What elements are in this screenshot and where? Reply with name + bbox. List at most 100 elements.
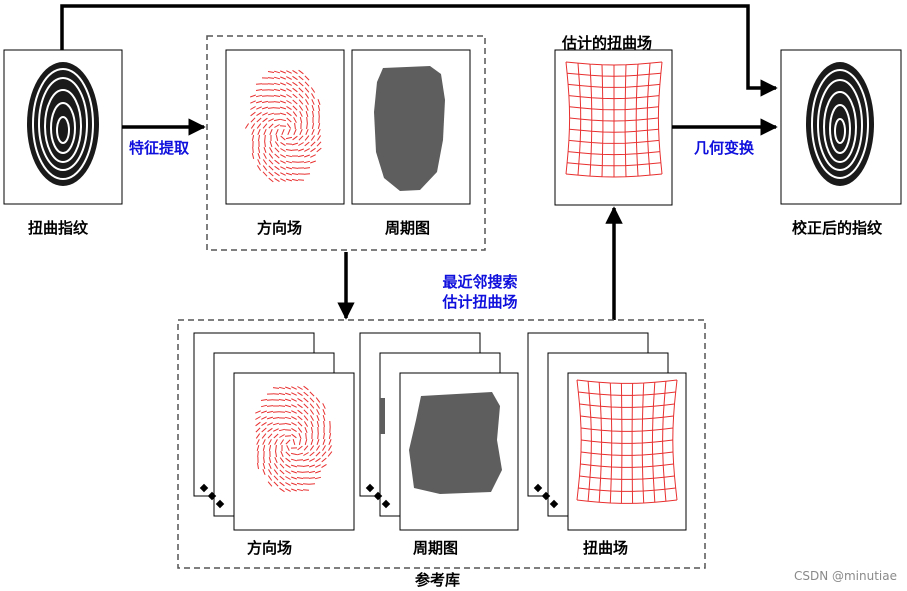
orientation-dash — [291, 470, 297, 474]
orientation-dash — [286, 445, 290, 451]
grid-col-line — [662, 381, 667, 502]
orientation-dash — [322, 445, 326, 451]
orientation-dash — [302, 465, 310, 467]
grid-col-line — [601, 64, 604, 177]
orientation-dash — [285, 172, 293, 176]
orientation-dash — [263, 456, 265, 464]
orientation-dash — [304, 438, 308, 446]
orientation-dash — [261, 421, 267, 427]
grid-row-line — [580, 451, 674, 456]
reference-database-border — [177, 319, 706, 569]
orientation-dash — [310, 415, 314, 421]
grid-col-line — [587, 381, 592, 502]
orientation-dash — [305, 129, 309, 135]
orientation-dash — [255, 410, 261, 414]
orientation-dash — [294, 122, 296, 130]
orientation-dash — [291, 398, 297, 402]
orientation-dash — [303, 452, 309, 456]
orientation-dash — [311, 122, 315, 130]
orientation-dash — [273, 70, 281, 74]
db-distortion-label: 扭曲场 — [583, 539, 629, 557]
orientation-dash — [297, 409, 303, 415]
orientation-dash — [264, 140, 266, 148]
grid-row-line — [579, 403, 675, 408]
orientation-dash — [297, 415, 303, 421]
orientation-dash — [309, 445, 315, 451]
orientation-dash — [268, 153, 274, 159]
geom-transform-label: 几何变换 — [694, 139, 755, 157]
orientation-dash — [285, 457, 291, 463]
grid-row-line — [580, 463, 674, 468]
orientation-dash — [280, 178, 286, 182]
orientation-dash — [257, 146, 261, 154]
orientation-dash — [303, 391, 309, 397]
orientation-dash — [266, 405, 274, 407]
orientation-dash — [321, 463, 327, 469]
orientation-dash — [310, 160, 316, 164]
orientation-dash — [310, 147, 316, 153]
orientation-dash — [297, 421, 303, 427]
orientation-dash — [285, 488, 291, 492]
orientation-dash — [328, 432, 332, 440]
orientation-dash — [321, 451, 327, 457]
orientation-dash — [255, 421, 261, 427]
orientation-dash — [279, 487, 285, 493]
orientation-dash — [317, 432, 319, 440]
orientation-dash — [261, 410, 267, 414]
orientation-dash — [268, 456, 272, 464]
orientation-dash — [304, 427, 308, 433]
orientation-dash — [315, 403, 321, 409]
orientation-dash — [296, 452, 304, 456]
orientation-dash — [298, 93, 304, 99]
orientation-dash — [274, 124, 280, 128]
orientation-dash — [304, 81, 310, 87]
orientation-dash — [272, 387, 280, 389]
stack-ellipsis-dots — [365, 483, 391, 509]
orientation-dash — [268, 123, 274, 129]
orientation-dash — [244, 123, 250, 129]
grid-col-line — [651, 382, 656, 503]
orientation-dash — [286, 111, 292, 117]
orientation-dash — [290, 458, 298, 462]
orientation-dash — [274, 147, 280, 153]
orientation-dash — [285, 470, 291, 474]
orientation-dash — [304, 141, 310, 147]
orientation-dash — [279, 457, 285, 463]
orientation-dash — [291, 149, 299, 151]
orientation-dash — [255, 100, 263, 104]
orientation-dash — [311, 104, 315, 112]
grid-row-line — [578, 391, 676, 396]
orientation-dash — [317, 129, 321, 135]
orientation-dash — [303, 160, 311, 164]
orientation-dash — [268, 439, 272, 445]
corrected-fingerprint-panel — [780, 49, 902, 205]
orientation-dash — [274, 171, 280, 177]
orientation-dash — [275, 444, 277, 452]
orientation-dash — [257, 153, 261, 159]
orientation-dash — [268, 171, 274, 177]
distortion-grid-image — [576, 379, 678, 504]
orientation-dash — [285, 149, 293, 151]
orientation-dash — [263, 129, 267, 135]
orientation-dash — [256, 106, 262, 110]
orientation-dash — [257, 159, 261, 165]
orientation-dash — [328, 439, 332, 445]
orientation-dash — [298, 142, 304, 146]
orientation-dash — [291, 173, 299, 175]
stack-ellipsis-dots — [533, 483, 559, 509]
orientation-dash — [273, 463, 279, 469]
orientation-dash — [321, 457, 327, 463]
orientation-dash — [285, 178, 293, 182]
orientation-dash — [299, 111, 303, 117]
orientation-dash — [315, 397, 321, 403]
orientation-dash — [293, 117, 297, 123]
orientation-dash — [310, 87, 316, 93]
period-label: 周期图 — [385, 219, 431, 237]
orientation-dash — [258, 134, 260, 142]
orientation-dash — [267, 107, 275, 109]
orientation-dash — [303, 403, 309, 409]
orientation-dash — [327, 451, 333, 457]
orientation-dash — [255, 83, 263, 85]
orientation-dash — [264, 134, 266, 142]
